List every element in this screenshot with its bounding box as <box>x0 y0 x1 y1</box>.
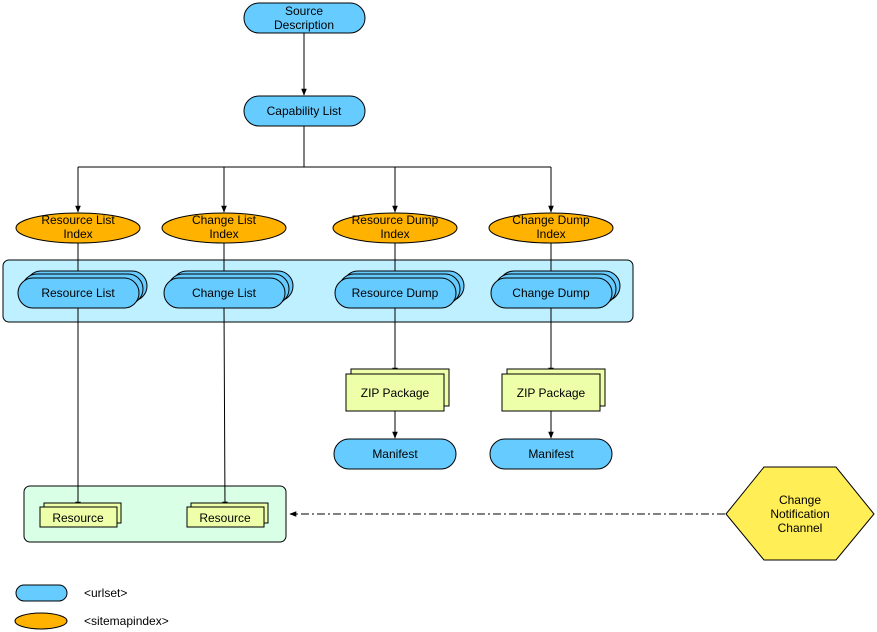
resource-list-node: Resource List <box>17 270 148 309</box>
svg-text:ZIP Package: ZIP Package <box>517 386 586 400</box>
capability-list-node: Capability List <box>243 95 366 127</box>
svg-text:Change List: Change List <box>192 213 257 227</box>
edge-capability-to-indexes <box>78 126 305 168</box>
resource-group-box <box>23 485 287 543</box>
resource-node-2: Resource <box>186 502 269 528</box>
svg-text:Resource Dump: Resource Dump <box>352 213 439 227</box>
svg-text:Source: Source <box>285 4 323 18</box>
svg-text:Index: Index <box>63 227 92 241</box>
svg-text:Description: Description <box>274 18 334 32</box>
resource-dump-node: Resource Dump <box>334 270 465 309</box>
urlset-group-box <box>2 259 634 323</box>
svg-text:Resource: Resource <box>52 511 104 525</box>
svg-text:Manifest: Manifest <box>528 447 574 461</box>
zip-package-node-2: ZIP Package <box>501 368 606 412</box>
svg-text:Index: Index <box>536 227 565 241</box>
svg-text:Index: Index <box>380 227 409 241</box>
svg-text:Resource: Resource <box>199 511 251 525</box>
change-dump-index-node: Change Dump Index <box>488 212 614 244</box>
svg-text:<urlset>: <urlset> <box>84 586 127 600</box>
change-list-index-node: Change List Index <box>161 212 287 244</box>
svg-text:<sitemapindex>: <sitemapindex> <box>84 614 169 628</box>
legend-item-urlset: <urlset> <box>15 584 127 602</box>
zip-package-node-1: ZIP Package <box>345 368 450 412</box>
svg-text:Change Dump: Change Dump <box>512 213 590 227</box>
svg-text:Change: Change <box>779 493 821 507</box>
change-dump-node: Change Dump <box>490 270 621 309</box>
resource-list-index-node: Resource List Index <box>15 212 141 244</box>
legend: <urlset> <sitemapindex> <box>14 584 169 630</box>
svg-text:Change List: Change List <box>192 286 257 300</box>
manifest-node-2: Manifest <box>489 438 613 470</box>
svg-text:Index: Index <box>209 227 238 241</box>
svg-text:Channel: Channel <box>778 521 823 535</box>
svg-text:Resource Dump: Resource Dump <box>352 286 439 300</box>
manifest-node-1: Manifest <box>333 438 457 470</box>
legend-urlset-swatch <box>15 584 68 602</box>
svg-text:ZIP Package: ZIP Package <box>361 386 430 400</box>
legend-sitemapindex-swatch <box>14 612 68 630</box>
source-description-node: Source Description <box>243 2 366 34</box>
svg-text:Capability List: Capability List <box>267 104 342 118</box>
svg-text:Resource List: Resource List <box>41 286 115 300</box>
resource-dump-index-node: Resource Dump Index <box>332 212 458 244</box>
edge-change-list-to-resource <box>222 307 228 509</box>
legend-item-sitemapindex: <sitemapindex> <box>14 612 169 630</box>
svg-text:Resource List: Resource List <box>41 213 115 227</box>
svg-text:Manifest: Manifest <box>372 447 418 461</box>
svg-text:Change Dump: Change Dump <box>512 286 590 300</box>
resource-node-1: Resource <box>39 502 122 528</box>
change-notification-channel-node: Change Notification Channel <box>725 466 875 561</box>
svg-text:Notification: Notification <box>770 507 829 521</box>
change-list-node: Change List <box>163 270 294 309</box>
